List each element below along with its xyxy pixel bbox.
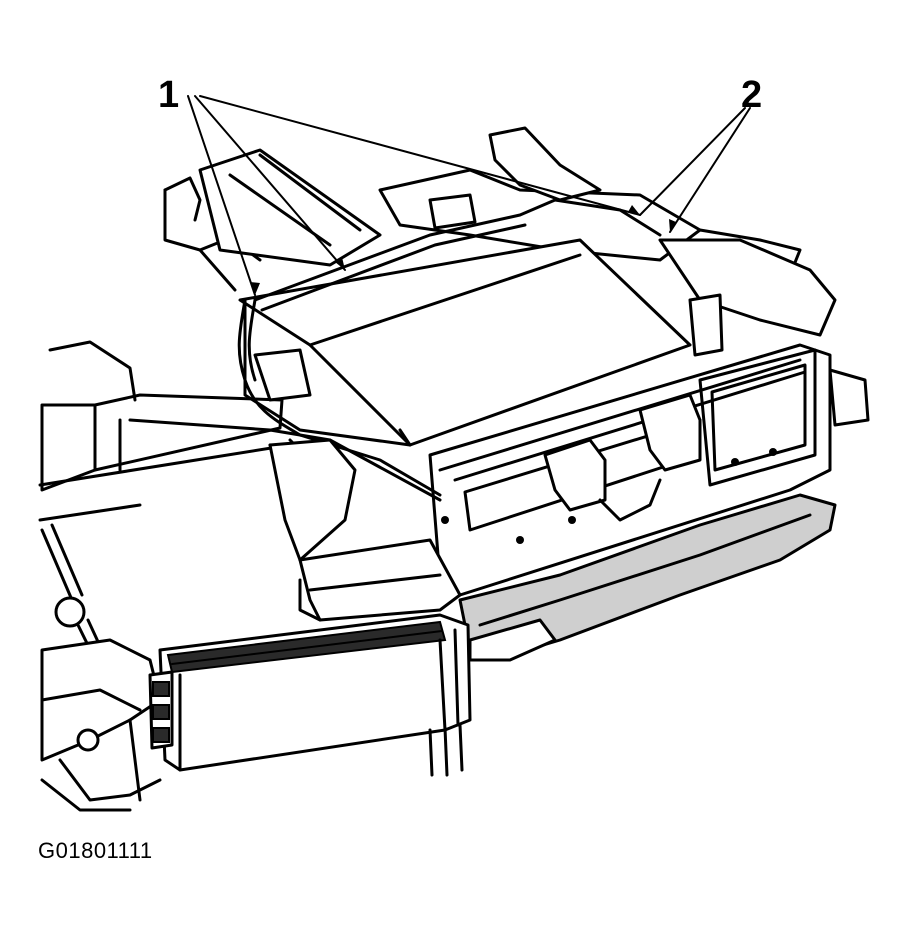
case-lower-base: [298, 538, 462, 622]
callout-label-1: 1: [158, 74, 180, 116]
callout-leaders: [187, 95, 751, 296]
callout-label-2: 2: [741, 74, 763, 116]
figure-id: G01801111: [38, 838, 153, 863]
lower-trim-panel: [458, 493, 837, 662]
left-linkage: [40, 523, 162, 812]
hvac-case-top: [238, 238, 692, 447]
heater-core: [148, 613, 472, 777]
electrical-connectors: [543, 293, 870, 522]
wiring-harness: [128, 198, 662, 562]
